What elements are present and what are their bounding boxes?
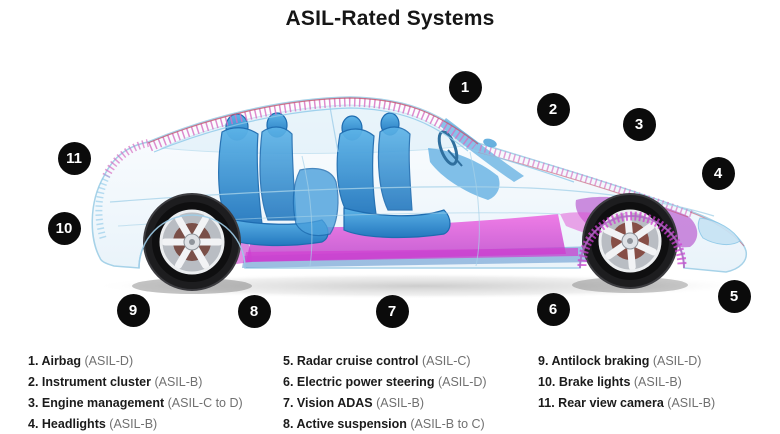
legend-item-1: 1. Airbag (ASIL-D) [28,351,243,372]
legend-item-name: Active suspension [296,417,411,431]
front-wheel [582,193,678,289]
legend-item-6: 6. Electric power steering (ASIL-D) [283,372,487,393]
legend-item-rating: (ASIL-C to D) [167,396,243,410]
legend-item-number: 10. [538,375,559,389]
legend-item-number: 9. [538,354,552,368]
legend-item-number: 8. [283,417,297,431]
legend-item-rating: (ASIL-C) [421,354,471,368]
legend-item-number: 11. [538,396,559,410]
legend-item-number: 2. [28,375,42,389]
legend-item-name: Airbag [41,354,85,368]
legend-item-rating: (ASIL-D) [437,375,487,389]
legend-item-rating: (ASIL-D) [652,354,702,368]
legend-item-11: 11. Rear view camera (ASIL-B) [538,393,715,414]
legend-item-2: 2. Instrument cluster (ASIL-B) [28,372,243,393]
legend-item-7: 7. Vision ADAS (ASIL-B) [283,393,487,414]
legend-column-3: 9. Antilock braking (ASIL-D)10. Brake li… [538,351,715,414]
legend-item-name: Instrument cluster [41,375,155,389]
legend-item-5: 5. Radar cruise control (ASIL-C) [283,351,487,372]
legend-item-8: 8. Active suspension (ASIL-B to C) [283,414,487,434]
legend-item-10: 10. Brake lights (ASIL-B) [538,372,715,393]
legend-item-number: 5. [283,354,297,368]
legend-item-name: Electric power steering [296,375,438,389]
legend-item-rating: (ASIL-B) [109,417,158,431]
legend-item-number: 7. [283,396,297,410]
car-seats [218,112,451,247]
legend-item-name: Brake lights [558,375,634,389]
legend-item-9: 9. Antilock braking (ASIL-D) [538,351,715,372]
steering-wheel [437,130,463,167]
legend-item-name: Rear view camera [558,396,668,410]
legend-item-name: Vision ADAS [296,396,377,410]
rear-wheel [143,193,241,291]
legend-column-1: 1. Airbag (ASIL-D)2. Instrument cluster … [28,351,243,434]
legend-item-rating: (ASIL-D) [84,354,134,368]
legend-item-rating: (ASIL-B) [667,396,716,410]
legend-item-3: 3. Engine management (ASIL-C to D) [28,393,243,414]
legend-item-name: Radar cruise control [296,354,422,368]
legend-column-2: 5. Radar cruise control (ASIL-C)6. Elect… [283,351,487,434]
legend-item-number: 1. [28,354,42,368]
legend-item-name: Headlights [41,417,110,431]
legend-item-rating: (ASIL-B) [376,396,425,410]
legend-item-number: 3. [28,396,42,410]
legend-item-rating: (ASIL-B to C) [410,417,485,431]
legend-item-rating: (ASIL-B) [154,375,203,389]
legend-item-name: Engine management [41,396,168,410]
page-title: ASIL-Rated Systems [285,7,495,30]
headlight [697,217,741,246]
wheel-arches [138,211,687,269]
side-mirror [483,138,497,148]
legend-item-number: 4. [28,417,42,431]
legend-item-name: Antilock braking [551,354,653,368]
legend-item-number: 6. [283,375,297,389]
legend-item-rating: (ASIL-B) [633,375,682,389]
legend-item-4: 4. Headlights (ASIL-B) [28,414,243,434]
